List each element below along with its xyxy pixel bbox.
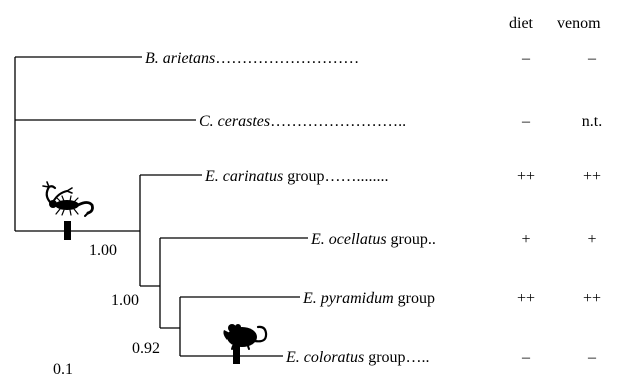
diet-value: –: [521, 349, 531, 366]
rodent-icon: [223, 324, 268, 350]
venom-column: – n.t. ++ + ++ –: [582, 50, 602, 366]
diet-value: ++: [517, 168, 535, 185]
taxon-label-ocellatus: E. ocellatus group..: [310, 231, 436, 248]
taxon-label-pyramidum: E. pyramidum group: [302, 290, 435, 307]
diet-value: –: [521, 50, 531, 67]
diet-value: ++: [517, 290, 535, 307]
taxon-label-arietans: B. arietans………………………: [145, 50, 359, 67]
support-value-ocellatus-node: 1.00: [89, 242, 117, 259]
venom-value: +: [587, 231, 596, 248]
rodent-transition-marker: [233, 345, 240, 364]
diet-value: +: [521, 231, 530, 248]
diet-column: – – ++ + ++ –: [517, 50, 535, 366]
venom-value: ++: [583, 168, 601, 185]
support-value-coloratus-node: 0.92: [132, 340, 160, 357]
tree-branches: [14, 56, 308, 357]
support-value-pyramidum-node: 1.00: [111, 292, 139, 309]
taxon-label-carinatus: E. carinatus group……........: [204, 168, 389, 185]
venom-value: ++: [583, 290, 601, 307]
taxon-label-cerastes: C. cerastes……………………..: [199, 113, 406, 130]
venom-value: n.t.: [582, 113, 602, 130]
venom-column-header: venom: [557, 15, 601, 32]
scorpion-transition-marker: [64, 221, 71, 240]
scale-bar-label: 0.1: [53, 361, 73, 378]
diet-column-header: diet: [509, 15, 534, 32]
venom-value: –: [587, 50, 597, 67]
taxon-label-coloratus: E. coloratus group…..: [285, 349, 430, 366]
venom-value: –: [587, 349, 597, 366]
diet-value: –: [521, 113, 531, 130]
scorpion-icon: [42, 181, 94, 217]
